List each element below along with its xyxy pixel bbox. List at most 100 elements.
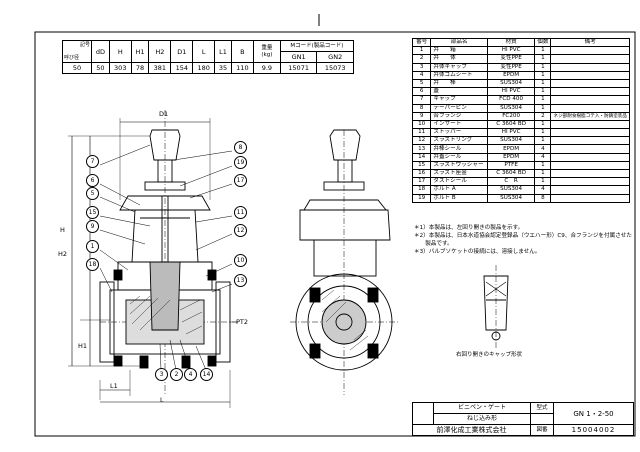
- header-h2: H2: [148, 40, 172, 63]
- drawing-number: 15004002: [553, 424, 634, 436]
- parts-cell-no: 18: [411, 185, 432, 195]
- parts-cell-name: スラスト座金: [430, 168, 488, 179]
- side-view: [290, 129, 400, 395]
- parts-cell-mat: HI PVC: [486, 128, 536, 138]
- parts-cell-mat: C R: [486, 177, 536, 187]
- parts-cell-mat: SUS304: [486, 185, 536, 195]
- parts-cell-mat: C 3604 BD: [486, 168, 536, 179]
- part-balloon: 11: [234, 206, 247, 219]
- parts-cell-mat: HI PVC: [486, 46, 536, 56]
- header-gn2: GN2: [316, 51, 354, 63]
- part-balloon: 15: [86, 206, 99, 219]
- corner-bottom-label: 呼び径: [64, 55, 80, 61]
- parts-cell-no: 14: [411, 152, 432, 162]
- parts-cell-name: 弁体キャップ: [430, 62, 488, 72]
- parts-cell-name: 弁 棒: [430, 78, 488, 89]
- header-l1: L1: [214, 40, 232, 63]
- parts-cell-mat: HI PVC: [486, 87, 536, 97]
- parts-cell-mat: EPDM: [486, 152, 536, 162]
- parts-cell-qty: 4: [534, 144, 552, 154]
- parts-cell-no: 13: [411, 144, 432, 154]
- parts-cell-note: [550, 119, 630, 130]
- parts-cell-mat: SUS304: [486, 136, 536, 146]
- parts-cell-note: [550, 152, 630, 162]
- parts-cell-no: 19: [411, 193, 432, 203]
- parts-cell-note: [550, 87, 630, 97]
- parts-cell-note: [550, 62, 630, 72]
- parts-cell-name: ボルト B: [430, 193, 488, 203]
- cell-b: 110: [230, 62, 254, 74]
- title-block: ビニペン・ゲート 型式 GN 1・2-50 ねじ込み形 前澤化成工業株式会社 図…: [412, 402, 634, 436]
- parts-cell-mat: SUS304: [486, 78, 536, 89]
- header-b: B: [230, 40, 254, 63]
- part-balloon: 4: [184, 368, 197, 381]
- parts-cell-qty: 2: [534, 111, 552, 121]
- corner-top-label: 記号: [79, 42, 90, 48]
- parts-cell-mat: SUS304: [486, 193, 536, 203]
- parts-cell-note: [550, 103, 630, 113]
- parts-cell-mat: EPDM: [486, 70, 536, 80]
- parts-cell-no: 1: [411, 46, 432, 56]
- parts-cell-no: 2: [411, 54, 432, 64]
- parts-cell-note: [550, 185, 630, 195]
- part-balloon: 9: [86, 220, 99, 233]
- parts-cell-no: 5: [411, 78, 432, 89]
- part-balloon: 1: [86, 240, 99, 253]
- cap-detail: [483, 265, 509, 350]
- parts-cell-no: 4: [411, 70, 432, 80]
- parts-cell-mat: C 3604 BD: [486, 119, 536, 130]
- table-row: 50 50 303 78 381 154 180 35 110 9.9 1507…: [62, 62, 354, 74]
- parts-cell-mat: SUS304: [486, 103, 536, 113]
- part-balloon: 6: [86, 174, 99, 187]
- parts-cell-qty: 1: [534, 160, 552, 171]
- dimension-table: 記号 呼び径 dD H H1 H2 D1 L L1 B 重量 (kg) Mコード…: [62, 40, 355, 74]
- parts-cell-qty: 1: [534, 136, 552, 146]
- cell-gn2: 15073: [316, 62, 354, 74]
- parts-cell-qty: 1: [534, 119, 552, 130]
- parts-cell-name: スラストリング: [430, 136, 488, 146]
- parts-cell-name: インサート: [430, 119, 488, 130]
- notes: ＊1）本製品は、左回り開きの製品を示す。 ＊2）本製品は、日本水道協会認定登録品…: [414, 224, 632, 256]
- parts-cell-name: ダストシール: [430, 177, 488, 187]
- dim-l1: L1: [110, 382, 118, 390]
- parts-cell-no: 10: [411, 119, 432, 130]
- dim-d1: D1: [159, 110, 169, 118]
- parts-cell-qty: 1: [534, 54, 552, 64]
- parts-cell-no: 7: [411, 95, 432, 105]
- company-name: 前澤化成工業株式会社: [412, 424, 531, 436]
- cell-d1: 154: [170, 62, 194, 74]
- cell-weight: 9.9: [252, 62, 281, 74]
- note-2-cont: 製品です。: [414, 241, 453, 247]
- parts-cell-qty: 1: [534, 128, 552, 138]
- parts-cell-mat: 変性PPE: [486, 62, 536, 72]
- parts-cell-note: [550, 160, 630, 171]
- part-balloon: 2: [170, 368, 183, 381]
- parts-cell-qty: 1: [534, 46, 552, 56]
- parts-cell-no: 17: [411, 177, 432, 187]
- parts-cell-qty: 1: [534, 70, 552, 80]
- parts-cell-name: ストッパー: [430, 128, 488, 138]
- parts-cell-no: 15: [411, 160, 432, 171]
- parts-cell-note: [550, 177, 630, 187]
- parts-header-material: 材質: [486, 37, 536, 48]
- parts-header-qty: 個数: [534, 37, 552, 48]
- front-view: [68, 110, 240, 408]
- parts-cell-no: 16: [411, 168, 432, 179]
- header-weight: 重量 (kg): [252, 40, 281, 63]
- parts-cell-note: [550, 78, 630, 89]
- dim-l: L: [160, 396, 164, 404]
- part-balloon: 14: [200, 368, 213, 381]
- cell-h1: 78: [130, 62, 150, 74]
- cell-dd: 50: [91, 62, 110, 74]
- parts-cell-qty: 1: [534, 78, 552, 89]
- parts-cell-qty: 8: [534, 193, 552, 203]
- header-dd: dD: [91, 40, 110, 63]
- part-balloon: 5: [86, 187, 99, 200]
